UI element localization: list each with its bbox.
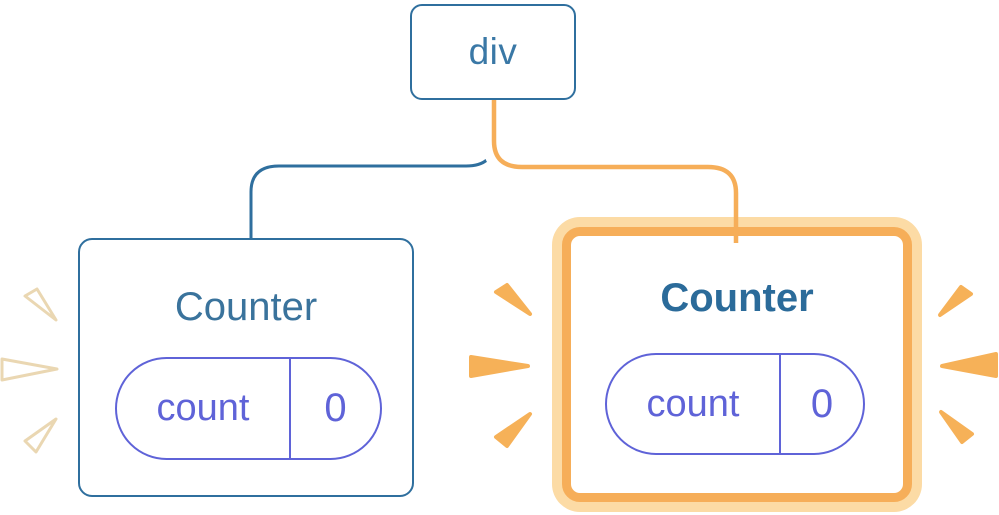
sparkle-ray-icon xyxy=(469,355,530,378)
sparkle-burst-right-inner xyxy=(469,283,532,448)
left-counter-title: Counter xyxy=(174,285,318,329)
left-counter-state-pill: count 0 xyxy=(115,357,382,460)
sparkle-ray-icon xyxy=(940,352,998,378)
sparkle-ray-icon xyxy=(938,285,973,317)
state-name-label: count xyxy=(117,359,291,458)
sparkle-ray-icon xyxy=(939,410,974,444)
edge-div-to-right-counter-casing xyxy=(482,100,748,216)
sparkle-burst-right-outer xyxy=(938,285,998,444)
sparkle-burst-left-white xyxy=(0,287,59,454)
sparkle-ray-icon xyxy=(23,287,58,322)
right-counter-state-pill: count 0 xyxy=(605,353,865,455)
left-counter-node: Counter count 0 xyxy=(78,238,414,497)
state-value-label: 0 xyxy=(324,386,347,430)
sparkle-ray-icon xyxy=(23,417,58,454)
state-value-label: 0 xyxy=(810,381,834,426)
edge-div-to-left-counter xyxy=(249,100,496,240)
tree-root-node: div xyxy=(410,4,576,100)
right-counter-title: Counter xyxy=(660,276,814,320)
sparkle-ray-icon xyxy=(494,412,532,448)
sparkle-ray-icon xyxy=(494,283,532,316)
root-node-label: div xyxy=(468,31,518,72)
state-name-label: count xyxy=(607,355,781,453)
sparkle-ray-icon xyxy=(0,357,59,382)
right-counter-node: Counter count 0 xyxy=(552,217,922,512)
